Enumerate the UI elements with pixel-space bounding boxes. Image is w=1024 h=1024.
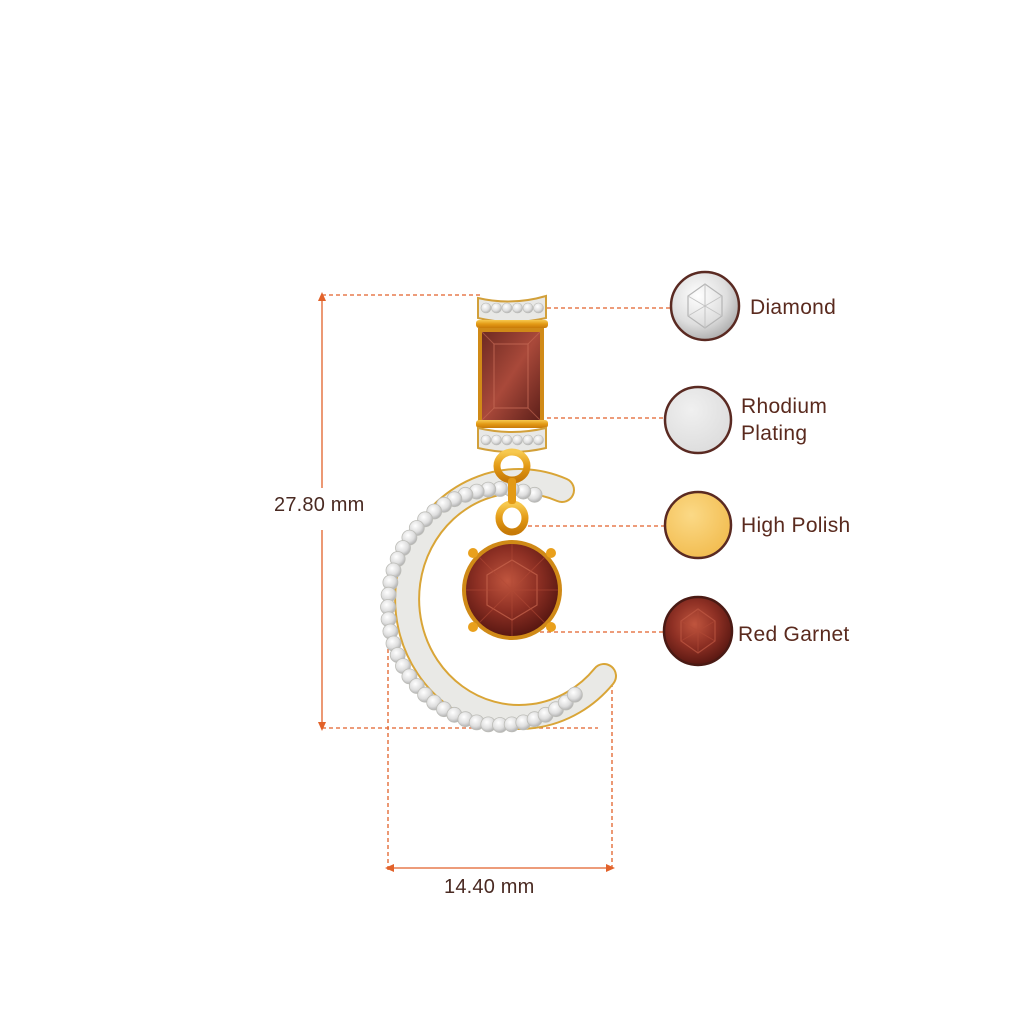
gold-links xyxy=(493,448,531,536)
crescent-diamonds xyxy=(380,481,583,733)
gold-swatch-icon xyxy=(663,490,733,560)
bar-diamond xyxy=(480,434,492,446)
width-dimension-label: 14.40 mm xyxy=(444,876,535,898)
top-diamond-bar xyxy=(477,294,547,323)
garnet-swatch-icon xyxy=(662,595,734,667)
bar-diamond xyxy=(522,434,534,446)
gold-band-top xyxy=(476,320,548,328)
gold-band-bottom xyxy=(476,420,548,428)
legend-label-red-garnet: Red Garnet xyxy=(738,623,850,646)
leader-lines xyxy=(528,307,672,633)
bottom-diamond-bar xyxy=(477,426,547,453)
bar-diamond xyxy=(533,302,544,314)
legend-label-diamond: Diamond xyxy=(750,296,837,319)
bar-diamond xyxy=(522,302,534,314)
legend-label-high-polish: High Polish xyxy=(741,514,851,537)
height-guide xyxy=(318,292,598,731)
bar-diamond xyxy=(491,302,502,314)
bar-diamond xyxy=(512,302,523,314)
baguette-garnet xyxy=(478,328,544,424)
bar-diamond xyxy=(512,434,523,446)
bar-diamond xyxy=(501,434,513,446)
rhodium-swatch-icon xyxy=(663,385,733,455)
legend-label-rhodium: Rhodium Plating xyxy=(741,395,828,445)
height-dimension-label: 27.80 mm xyxy=(274,494,365,516)
crescent-band xyxy=(380,468,617,733)
bar-diamond xyxy=(480,302,492,314)
diamond-swatch-icon xyxy=(669,270,741,342)
round-garnet xyxy=(462,540,562,640)
pave-diamond xyxy=(567,686,583,703)
bar-diamond xyxy=(501,302,513,314)
bar-diamond xyxy=(533,434,544,446)
bar-diamond xyxy=(491,434,502,446)
